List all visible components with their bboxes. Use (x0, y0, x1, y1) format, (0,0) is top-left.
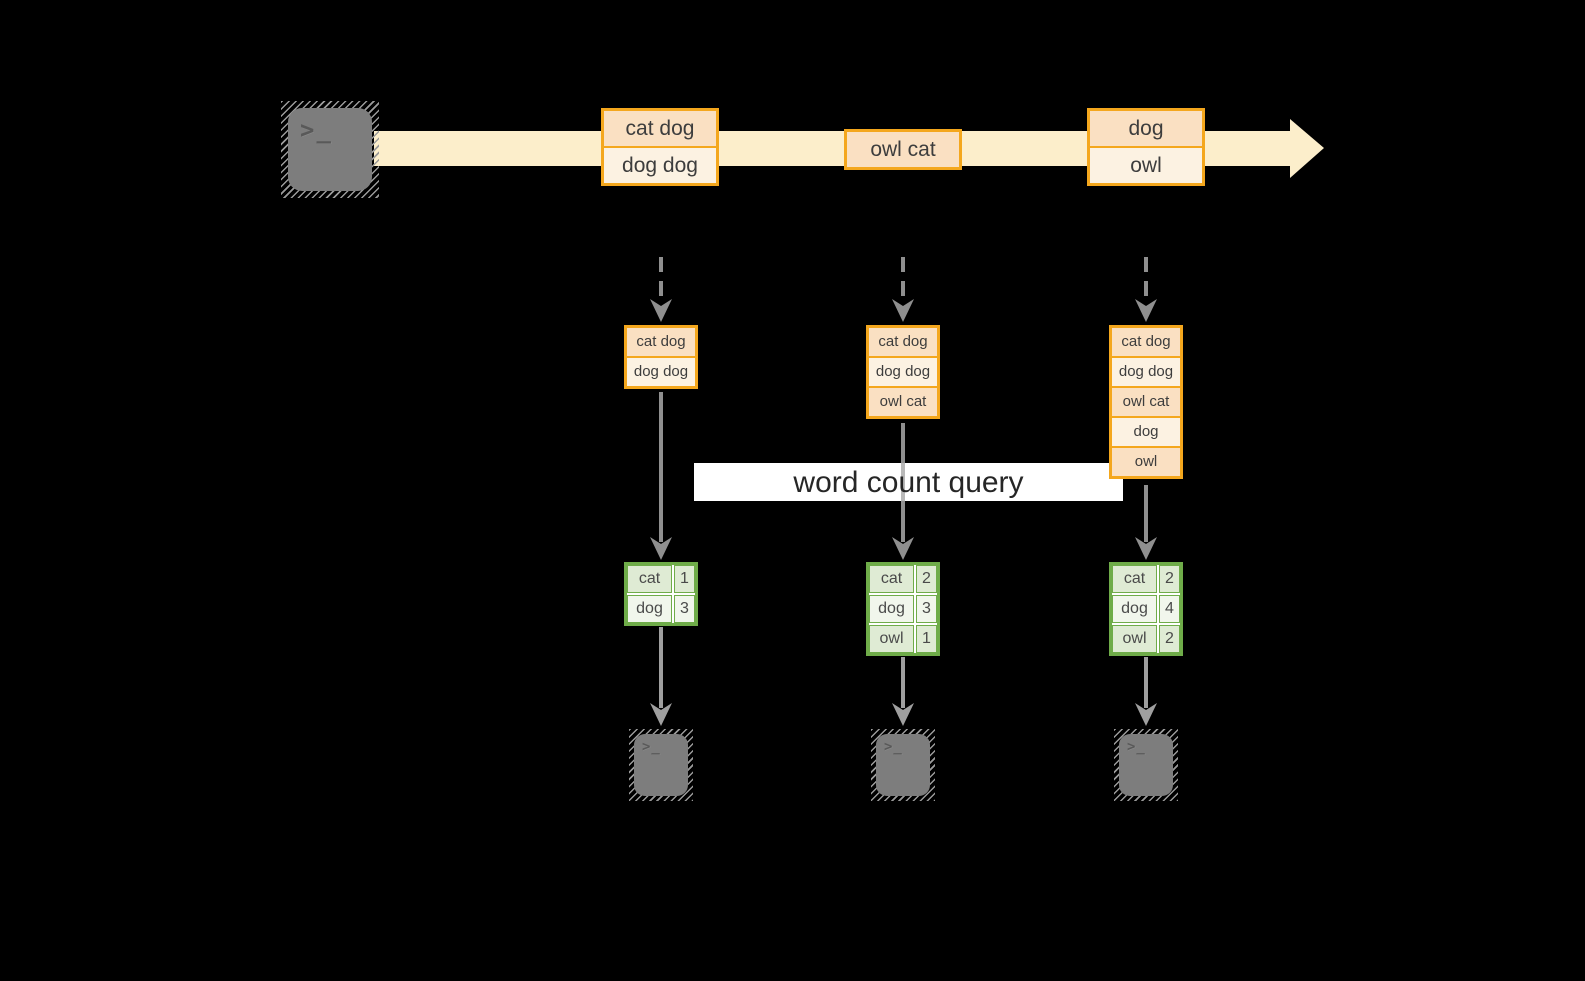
count-word-cell: cat (869, 565, 914, 593)
stream-arrow-head (1290, 119, 1324, 178)
terminal-prompt-icon: >_ (300, 116, 333, 144)
trigger-arrow-head-1 (650, 299, 672, 322)
count-table-1: cat 1 dog 3 (624, 562, 698, 626)
trigger-arrow-head-3 (1135, 299, 1157, 322)
stream-record: cat dog (604, 111, 716, 146)
count-value-cell: 3 (674, 595, 695, 623)
query-arrow-head-3 (1135, 537, 1157, 560)
word-count-query-band (694, 463, 1123, 501)
terminal-icon: >_ (1114, 729, 1178, 801)
count-table-3: cat 2 dog 4 owl 2 (1109, 562, 1183, 656)
count-value-cell: 4 (1159, 595, 1180, 623)
state-box-3: cat dog dog dog owl cat dog owl (1109, 325, 1183, 479)
stream-batch-1: cat dog dog dog (601, 108, 719, 186)
count-word-cell: dog (869, 595, 914, 623)
count-word-cell: cat (627, 565, 672, 593)
query-arrow-over-band (901, 463, 905, 501)
stream-batch-3: dog owl (1087, 108, 1205, 186)
state-record: dog dog (627, 358, 695, 386)
terminal-prompt-icon: >_ (884, 739, 903, 755)
terminal-icon: >_ (871, 729, 935, 801)
count-value-cell: 1 (674, 565, 695, 593)
state-record: owl cat (869, 388, 937, 416)
state-box-1: cat dog dog dog (624, 325, 698, 389)
stream-record: owl (1090, 148, 1202, 183)
terminal-prompt-icon: >_ (642, 739, 661, 755)
query-arrow-head-2 (892, 537, 914, 560)
state-record: dog dog (1112, 358, 1180, 386)
word-count-query-label: word count query (793, 466, 1024, 499)
output-arrow-head-3 (1135, 703, 1157, 726)
count-word-cell: owl (869, 625, 914, 653)
stream-batch-2: owl cat (844, 129, 962, 170)
count-value-cell: 2 (916, 565, 937, 593)
count-value-cell: 3 (916, 595, 937, 623)
count-value-cell: 2 (1159, 565, 1180, 593)
count-word-cell: cat (1112, 565, 1157, 593)
output-arrows (650, 627, 1157, 726)
query-arrows (650, 392, 1157, 560)
output-arrow-head-1 (650, 703, 672, 726)
terminal-screen: >_ (634, 734, 688, 796)
terminal-screen: >_ (288, 108, 372, 191)
state-record: cat dog (627, 328, 695, 356)
state-record: cat dog (869, 328, 937, 356)
state-box-2: cat dog dog dog owl cat (866, 325, 940, 419)
stream-record: owl cat (847, 132, 959, 167)
terminal-icon: >_ (629, 729, 693, 801)
state-record: owl cat (1112, 388, 1180, 416)
count-word-cell: dog (627, 595, 672, 623)
state-record: dog dog (869, 358, 937, 386)
trigger-arrows (650, 257, 1157, 322)
count-word-cell: owl (1112, 625, 1157, 653)
terminal-prompt-icon: >_ (1127, 739, 1146, 755)
terminal-icon: >_ (281, 101, 379, 198)
stream-record: dog dog (604, 148, 716, 183)
query-arrow-head-1 (650, 537, 672, 560)
count-word-cell: dog (1112, 595, 1157, 623)
output-arrow-head-2 (892, 703, 914, 726)
state-record: dog (1112, 418, 1180, 446)
count-value-cell: 1 (916, 625, 937, 653)
terminal-screen: >_ (1119, 734, 1173, 796)
stream-record: dog (1090, 111, 1202, 146)
count-value-cell: 2 (1159, 625, 1180, 653)
state-record: cat dog (1112, 328, 1180, 356)
count-table-2: cat 2 dog 3 owl 1 (866, 562, 940, 656)
terminal-screen: >_ (876, 734, 930, 796)
trigger-arrow-head-2 (892, 299, 914, 322)
state-record: owl (1112, 448, 1180, 476)
